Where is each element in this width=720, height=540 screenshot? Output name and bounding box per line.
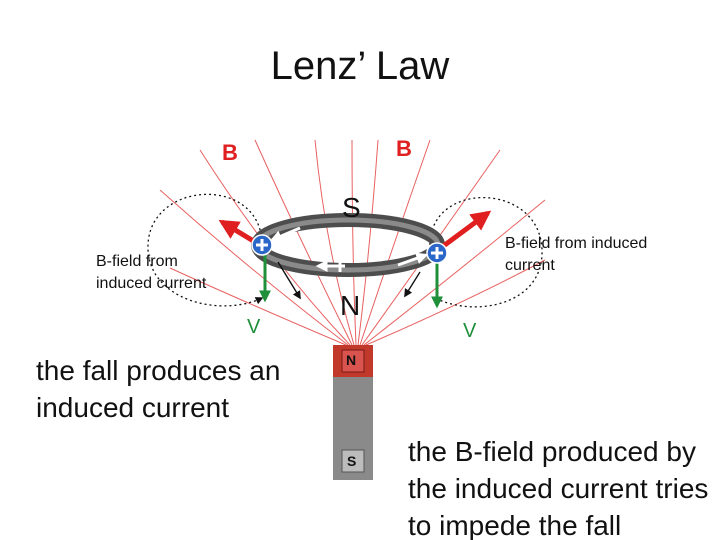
caption-left: the fall produces an induced current <box>36 355 281 423</box>
induced-field-label-right: B-field from induced current <box>505 235 648 274</box>
ring-south-pole: S <box>342 192 361 223</box>
velocity-label-right: V <box>463 320 477 342</box>
ring-north-pole: N <box>340 290 361 321</box>
slide-title: Lenz’ Law <box>270 44 450 88</box>
induced-field-label-left: B-field from induced current <box>96 253 207 292</box>
magnet-south-label: S <box>347 453 357 469</box>
b-label-left: B <box>222 140 238 165</box>
current-marker-left <box>251 234 273 256</box>
magnet-north-label: N <box>346 352 357 368</box>
pointer-arrows <box>277 261 421 300</box>
current-direction-arrows <box>269 226 429 272</box>
caption-right: the B-field produced by the induced curr… <box>408 436 709 540</box>
bar-magnet <box>333 345 373 480</box>
conducting-ring <box>251 213 445 277</box>
induced-field-loops <box>147 193 543 308</box>
current-marker-right <box>426 242 448 264</box>
b-label-right: B <box>396 136 412 161</box>
velocity-arrows <box>259 252 443 309</box>
velocity-label-left: V <box>247 316 261 338</box>
